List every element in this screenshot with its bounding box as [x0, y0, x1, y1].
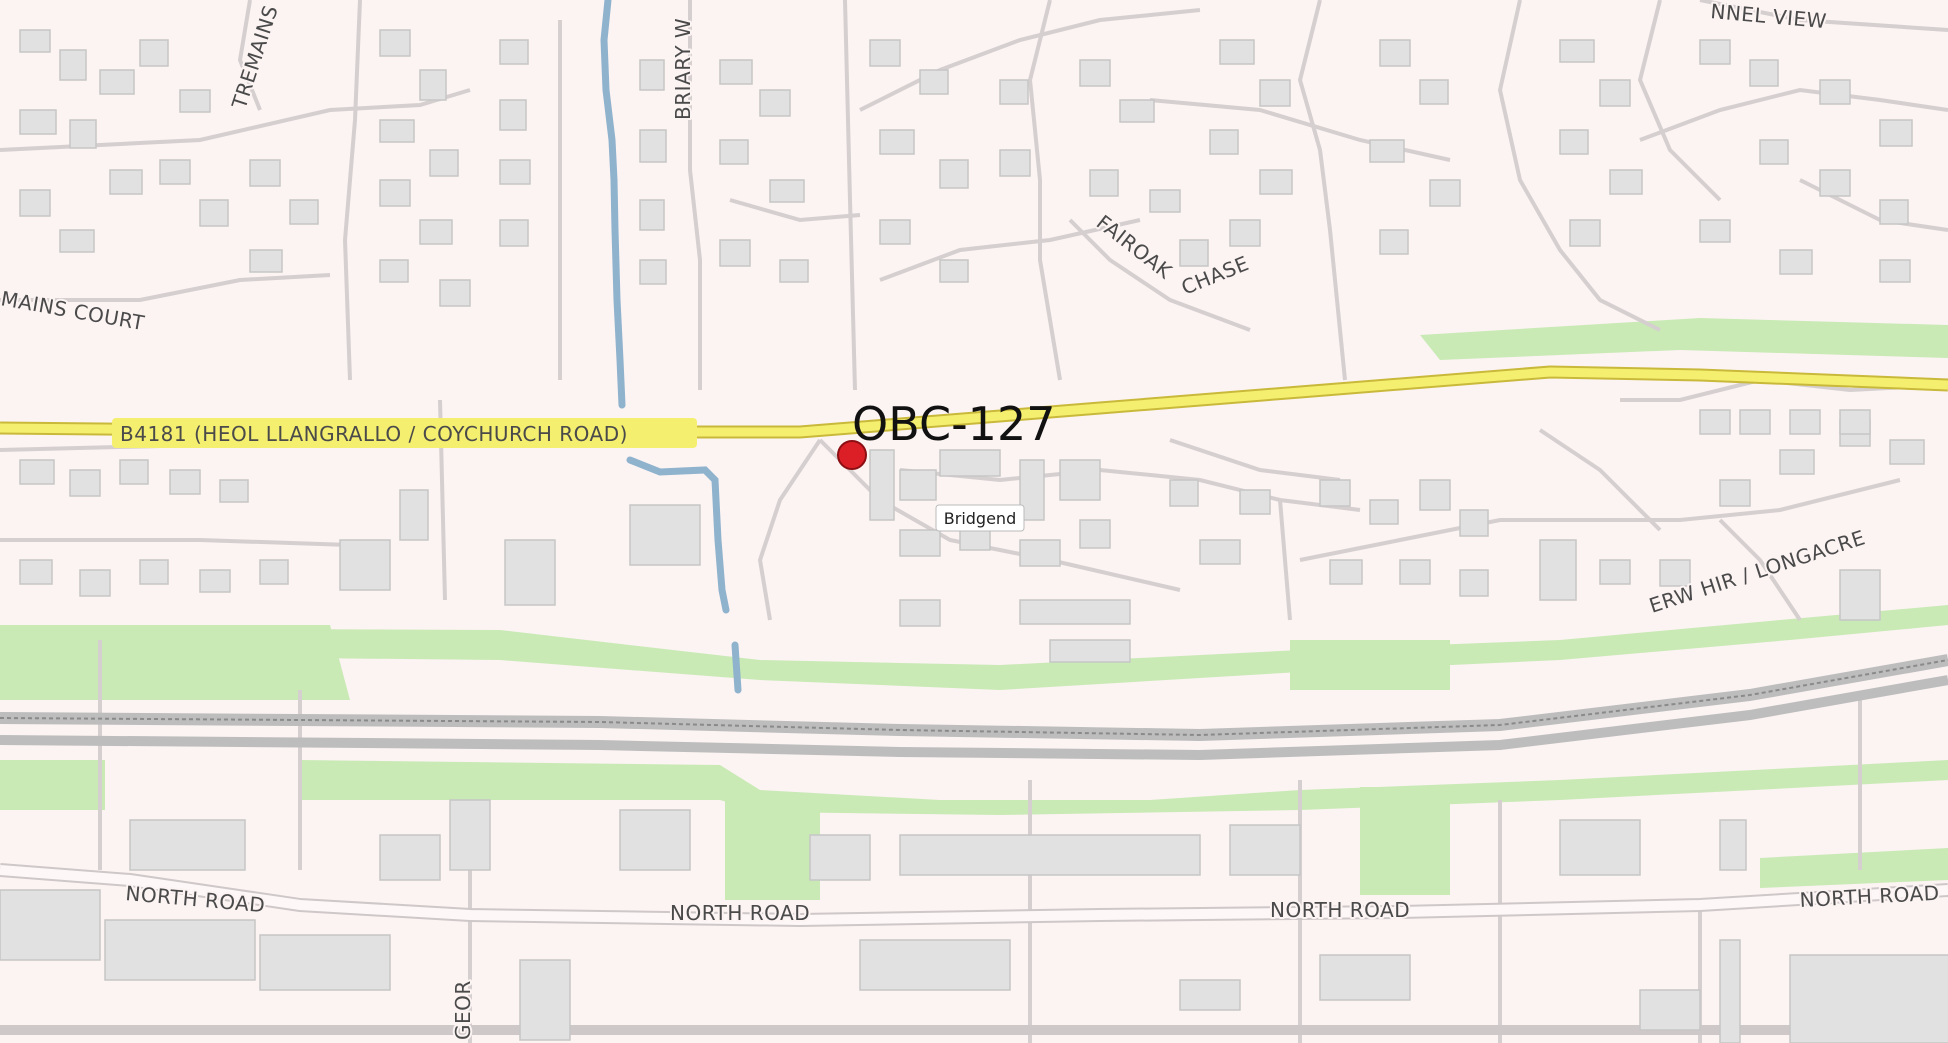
road-label-briary-way: BRIARY W — [671, 18, 695, 120]
green-areas — [0, 318, 1948, 900]
marker-pin-icon[interactable] — [837, 440, 867, 470]
road-label-b4181: B4181 (HEOL LLANGRALLO / COYCHURCH ROAD) — [120, 422, 628, 446]
railway — [0, 654, 1948, 761]
road-label-geor: GEOR — [451, 980, 475, 1040]
place-label: Bridgend — [935, 504, 1025, 532]
site-marker[interactable]: OBC-127 — [837, 397, 1055, 470]
north-road — [0, 863, 1948, 1035]
road-label-north-road-2: NORTH ROAD — [670, 901, 810, 925]
place-label-bridgend: Bridgend — [944, 509, 1016, 528]
road-label-north-road-3: NORTH ROAD — [1270, 898, 1410, 922]
b4181-label-background — [112, 418, 697, 448]
stream — [600, 0, 742, 694]
marker-label: OBC-127 — [852, 397, 1055, 451]
buildings — [0, 29, 1948, 1043]
